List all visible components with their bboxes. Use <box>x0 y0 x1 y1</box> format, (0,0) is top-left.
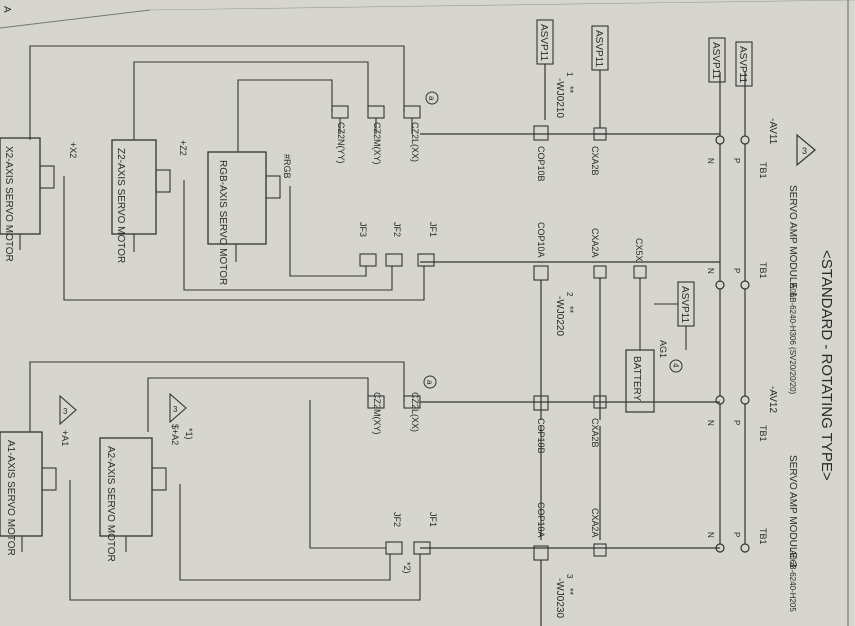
tb1-m3-left: TB1 <box>758 425 768 442</box>
motor-x2: X2-AXIS SERVO MOTOR +X2 <box>0 137 78 262</box>
svg-text:A2-AXIS SERVO MOTOR: A2-AXIS SERVO MOTOR <box>105 446 116 562</box>
cz2l-m3: CZ2L(XX) <box>410 392 420 432</box>
cable1-name: -WJ0210 <box>554 78 565 118</box>
cz2m-m3: CZ2M(XY) <box>372 392 382 435</box>
svg-text:ASVP11: ASVP11 <box>679 286 690 323</box>
conn-cop10b-m1: COP10B <box>536 146 546 182</box>
svg-text:3: 3 <box>63 407 68 416</box>
motor-a1: A1-AXIS SERVO MOTOR +A1 3 <box>0 394 77 556</box>
page-title: <STANDARD - ROTATING TYPE> <box>818 250 835 481</box>
jf1-m3: JF1 <box>428 512 438 527</box>
svg-text:P: P <box>732 532 741 537</box>
svg-text:P: P <box>732 268 741 273</box>
cable3-stars: ** <box>565 588 575 596</box>
svg-text:$+A2: $+A2 <box>170 424 180 445</box>
cable3-name: -WJ0230 <box>554 578 565 618</box>
jf2-m3: JF2 <box>392 512 402 527</box>
cz2m-m1: CZ2M(XY) <box>372 122 382 165</box>
jf2-m1: JF2 <box>392 222 402 237</box>
svg-text:P: P <box>732 420 741 425</box>
conn-cxa2b-m1: CXA2B <box>590 146 600 176</box>
cz2l-m1: CZ2L(XX) <box>410 122 420 162</box>
tb1-right-label: TB1 <box>758 262 768 279</box>
svg-text:N: N <box>706 420 715 426</box>
conn-cop10a-m1: COP10A <box>536 222 546 258</box>
conn-cx5x-m1: CX5X <box>634 238 644 262</box>
jf1-m1: JF1 <box>428 222 438 237</box>
conn-cop10a-m3: COP10A <box>536 502 546 538</box>
svg-text:3: 3 <box>173 405 178 414</box>
battery-unit: ASVP11 AG1 4 BATTERY <box>625 278 695 413</box>
svg-text:AG1: AG1 <box>658 340 668 358</box>
svg-text:Z2-AXIS SERVO MOTOR: Z2-AXIS SERVO MOTOR <box>115 148 126 263</box>
loop-mark-m3: a <box>425 380 434 385</box>
svg-text:ASVP11: ASVP11 <box>538 24 549 61</box>
svg-text:RGB-AXIS SERVO MOTOR: RGB-AXIS SERVO MOTOR <box>217 160 228 285</box>
motor-rgb: RGB-AXIS SERVO MOTOR #RGB <box>207 151 292 285</box>
note-star2: *2) <box>402 562 412 574</box>
cable2-name: -WJ0220 <box>554 296 565 336</box>
svg-text:ASVP11: ASVP11 <box>737 46 748 83</box>
jf3-m1: JF3 <box>358 222 368 237</box>
svg-text:4: 4 <box>671 363 680 368</box>
motor-z2: Z2-AXIS SERVO MOTOR +Z2 <box>111 139 188 263</box>
svg-text:+A1: +A1 <box>60 430 70 446</box>
module3-spec: A06B-6240-H205 <box>788 550 797 612</box>
module1-spec: A06B-6240-H306 (SV20/20/20) <box>788 283 797 395</box>
svg-text:A1-AXIS SERVO MOTOR: A1-AXIS SERVO MOTOR <box>5 440 16 556</box>
svg-text:#RGB: #RGB <box>282 154 292 179</box>
cable1-number: 1 <box>565 72 574 77</box>
svg-text:ASVP11: ASVP11 <box>593 30 604 67</box>
module3-label: SERVO AMP MODULE 3 <box>787 455 798 568</box>
conn-cxa2b-m3: CXA2B <box>590 418 600 448</box>
svg-text:X2-AXIS SERVO MOTOR: X2-AXIS SERVO MOTOR <box>3 146 14 262</box>
svg-text:+Z2: +Z2 <box>178 140 188 156</box>
conn-cxa2a-m1: CXA2A <box>590 228 600 258</box>
av12-label: -AV12 <box>767 386 778 413</box>
svg-text:+X2: +X2 <box>68 142 78 158</box>
cable1-stars: ** <box>565 86 575 94</box>
svg-text:3: 3 <box>802 146 807 156</box>
revision-triangle: 3 <box>796 133 816 167</box>
conn-cop10b-m3: COP10B <box>536 418 546 454</box>
cable3-number: 3 <box>565 574 574 579</box>
asvp-box-2: ASVP11 <box>708 37 726 83</box>
svg-text:N: N <box>706 158 715 164</box>
cable2-number: 2 <box>565 292 574 297</box>
svg-text:N: N <box>706 268 715 274</box>
svg-text:*1): *1) <box>184 428 194 440</box>
conn-cxa2a-m3: CXA2A <box>590 508 600 538</box>
tb1-left-label: TB1 <box>758 162 768 179</box>
svg-text:P: P <box>732 158 741 163</box>
svg-text:ASVP11: ASVP11 <box>710 42 721 79</box>
svg-text:BATTERY: BATTERY <box>631 356 642 402</box>
cz2n-m1: CZ2N(YY) <box>336 122 346 164</box>
loop-mark-m1: a <box>427 96 436 101</box>
module1-label: SERVO AMP MODULE 1 <box>787 185 798 298</box>
cable2-stars: ** <box>565 306 575 314</box>
corner-letter: A <box>1 6 12 13</box>
av11-label: -AV11 <box>767 118 778 145</box>
motor-a2: A2-AXIS SERVO MOTOR $+A2 *1) 3 <box>99 392 194 562</box>
asvp-box-1: ASVP11 <box>735 41 753 87</box>
tb1-m3-right: TB1 <box>758 528 768 545</box>
svg-text:N: N <box>706 532 715 538</box>
